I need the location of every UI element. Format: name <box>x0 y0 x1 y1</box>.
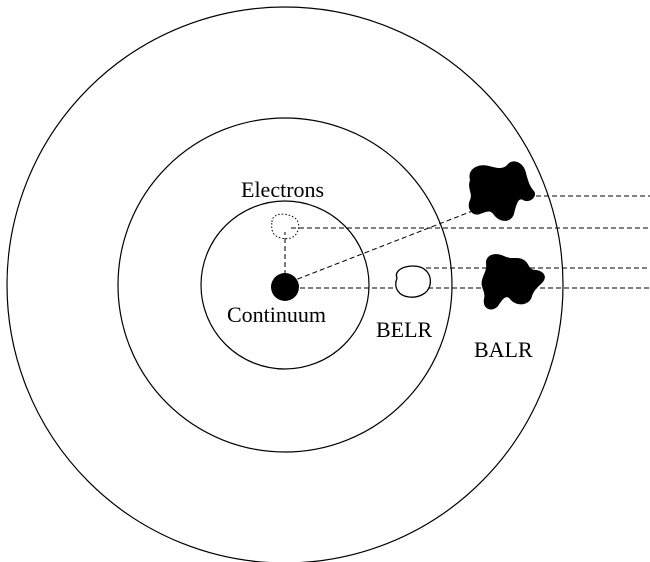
continuum-to-balr-ray <box>289 209 476 283</box>
balr-cloud-upper <box>468 161 536 221</box>
balr-cloud-lower <box>481 254 545 310</box>
middle-circle <box>117 117 453 453</box>
electrons-label: Electrons <box>241 177 324 202</box>
electron-cloud <box>271 213 300 240</box>
belr-label: BELR <box>376 317 433 342</box>
continuum-source <box>271 273 299 301</box>
balr-label: BALR <box>474 337 533 362</box>
inner-circle <box>200 200 370 370</box>
continuum-label: Continuum <box>227 302 326 327</box>
light-paths <box>284 195 650 289</box>
outer-circle <box>6 6 564 562</box>
belr-cloud <box>395 265 432 298</box>
